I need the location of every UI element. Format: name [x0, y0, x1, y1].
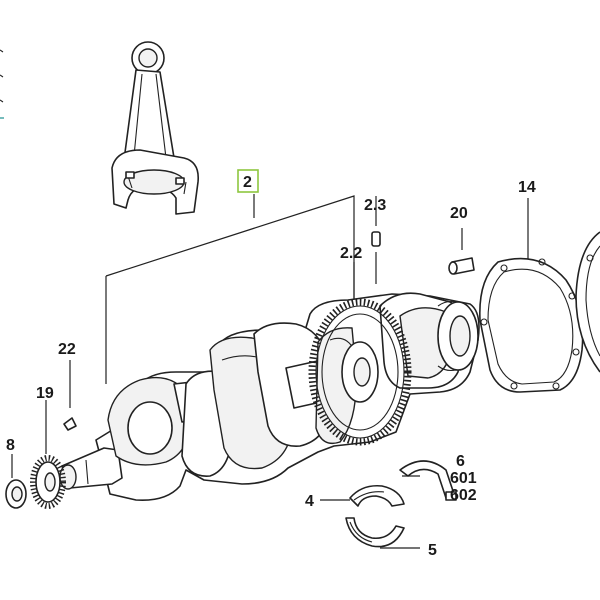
- connecting-rod: [111, 41, 200, 215]
- upper-main-bearing: [349, 484, 405, 507]
- callout-2-2: 2.2: [340, 245, 362, 262]
- woodruff-key: [63, 417, 77, 431]
- front-washer: [5, 479, 27, 509]
- dowel-pin: [371, 231, 381, 247]
- callout-19: 19: [36, 385, 54, 402]
- callout-601: 601: [450, 470, 477, 487]
- assembly-highlight-box: [237, 169, 259, 193]
- crankshaft: [59, 292, 480, 502]
- callout-6: 6: [456, 453, 465, 470]
- thrust-washer-half: [399, 460, 457, 501]
- leader-lines: [11, 194, 529, 549]
- front-timing-gear: [30, 455, 66, 509]
- lower-main-bearing: [345, 517, 405, 548]
- cylindrical-pin: [448, 257, 475, 275]
- callout-2: 2: [243, 174, 252, 191]
- callout-5: 5: [428, 542, 437, 559]
- callout-4: 4: [305, 493, 314, 510]
- callout-8: 8: [6, 437, 15, 454]
- edge-marks: [0, 49, 4, 119]
- crankshaft-gear-ring: [308, 298, 412, 446]
- rear-cover-partial: [575, 231, 600, 373]
- rear-cover-gasket: [479, 257, 584, 393]
- callout-14: 14: [518, 179, 536, 196]
- callout-22: 22: [58, 341, 76, 358]
- callout-2-3: 2.3: [364, 197, 386, 214]
- callout-602: 602: [450, 487, 477, 504]
- callout-20: 20: [450, 205, 468, 222]
